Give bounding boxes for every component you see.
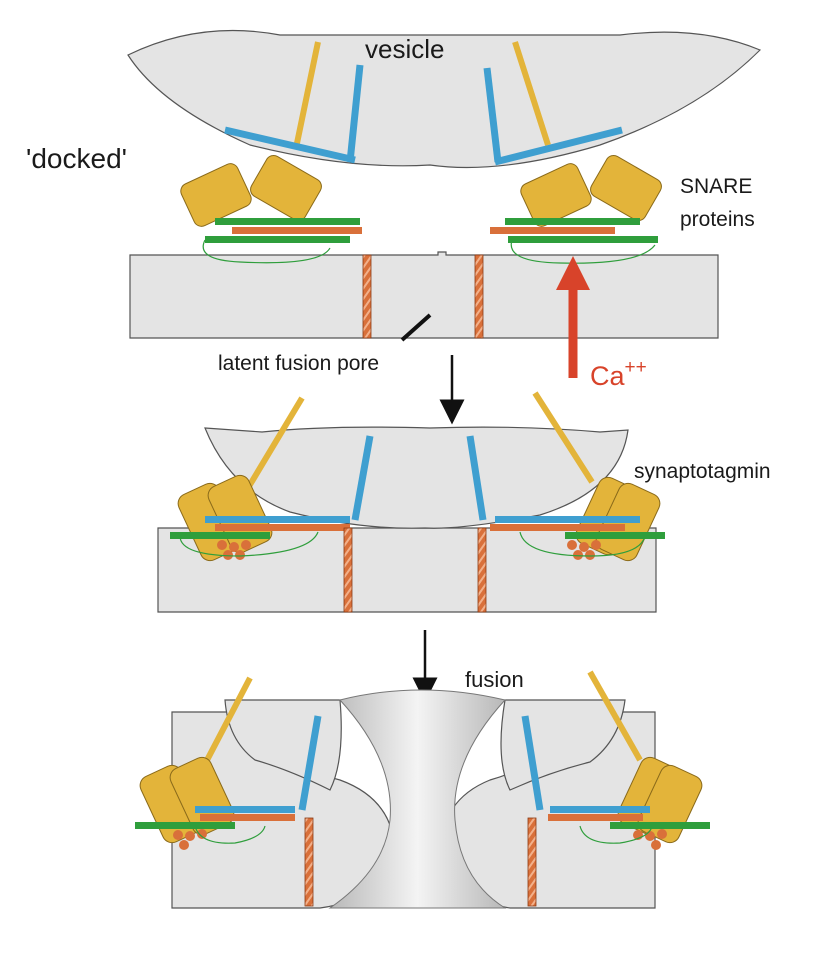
blue-protein [346,64,364,163]
plasma-membrane [129,251,719,339]
blue-protein [466,435,487,521]
yellow-rod [293,41,321,149]
snare-complex-right [548,756,710,850]
label-fusion: fusion [465,667,524,692]
snare-complex-left [170,474,350,562]
label-calcium-charge: ++ [625,357,647,378]
transmembrane-rod [343,527,353,613]
yellow-rod [245,396,305,490]
transmembrane-rod [477,527,487,613]
blue-protein [521,715,544,811]
label-docked: 'docked' [26,143,127,174]
stage-fusion [135,670,710,909]
blue-protein [494,126,623,166]
blue-protein [298,715,322,811]
yellow-rod [512,41,551,146]
yellow-rod [202,676,253,766]
label-calcium: Ca++ [590,357,647,391]
calcium-arrow-head [556,256,590,290]
label-snare-line2: proteins [680,208,755,231]
pore-pointer [400,313,432,342]
blue-protein [224,126,356,164]
stage-hemifusion [157,391,665,613]
snare-complex-left [135,756,295,850]
fusion-pore [328,689,507,909]
transmembrane-rod [474,254,484,339]
snare-complex-right [490,155,662,264]
label-latent-fusion-pore: latent fusion pore [218,352,379,375]
label-vesicle: vesicle [365,34,444,64]
snare-complex-left [180,155,362,264]
stage-docked [127,29,762,378]
blue-protein [351,435,374,521]
blue-protein [483,67,502,163]
transmembrane-rod [362,254,372,339]
transmembrane-rod [304,817,314,907]
label-calcium-symbol: Ca [590,361,625,391]
transmembrane-rod [527,817,537,907]
vesicle-membrane [204,426,629,529]
label-snare-line1: SNARE [680,175,752,198]
yellow-rod [532,391,595,484]
yellow-rod [587,670,643,762]
snare-complex-right [490,476,665,562]
label-synaptotagmin: synaptotagmin [634,460,771,483]
